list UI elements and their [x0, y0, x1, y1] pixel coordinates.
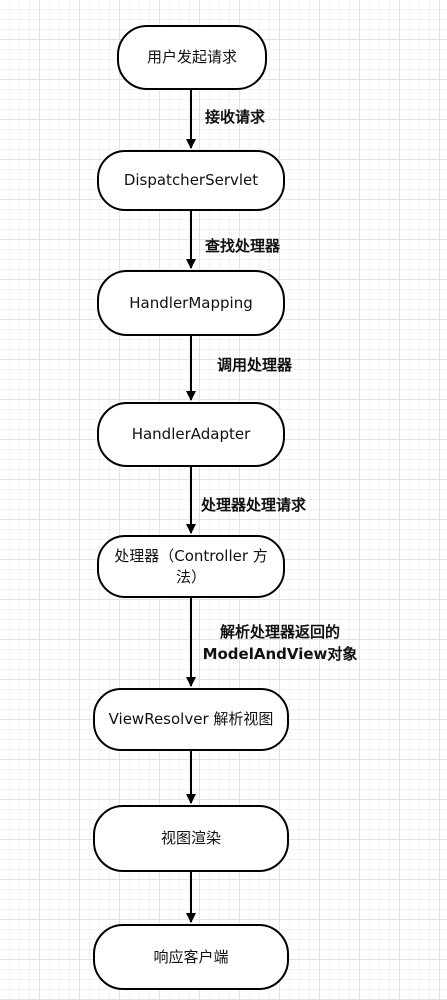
node-handler-controller: 处理器（Controller 方法）	[97, 535, 285, 598]
edge-label-resolve-modelandview: 解析处理器返回的 ModelAndView对象	[200, 621, 360, 665]
node-user-request-label: 用户发起请求	[146, 48, 237, 66]
node-respond-client-label: 响应客户端	[153, 947, 229, 966]
node-view-resolver-label: ViewResolver 解析视图	[108, 710, 274, 728]
edge-label-resolve-line1: 解析处理器返回的	[219, 623, 340, 641]
edge-label-resolve-line2: ModelAndView对象	[202, 645, 358, 663]
node-dispatcher-servlet: DispatcherServlet	[97, 150, 285, 211]
node-handler-controller-label: 处理器（Controller 方法）	[114, 546, 268, 586]
node-respond-client: 响应客户端	[93, 924, 289, 990]
node-handler-mapping: HandlerMapping	[97, 270, 285, 336]
node-view-render: 视图渲染	[93, 805, 289, 872]
node-handler-adapter-label: HandlerAdapter	[131, 425, 251, 443]
node-user-request: 用户发起请求	[117, 25, 267, 90]
node-handler-mapping-label: HandlerMapping	[129, 293, 253, 312]
node-handler-adapter: HandlerAdapter	[97, 402, 285, 467]
node-view-render-label: 视图渲染	[160, 829, 221, 847]
edge-label-invoke-handler: 调用处理器	[217, 356, 293, 374]
edge-label-handler-process: 处理器处理请求	[201, 496, 307, 514]
node-view-resolver: ViewResolver 解析视图	[93, 688, 289, 751]
node-dispatcher-servlet-label: DispatcherServlet	[123, 171, 259, 189]
edge-label-find-handler: 查找处理器	[205, 237, 281, 255]
edge-label-receive-request: 接收请求	[205, 108, 266, 126]
